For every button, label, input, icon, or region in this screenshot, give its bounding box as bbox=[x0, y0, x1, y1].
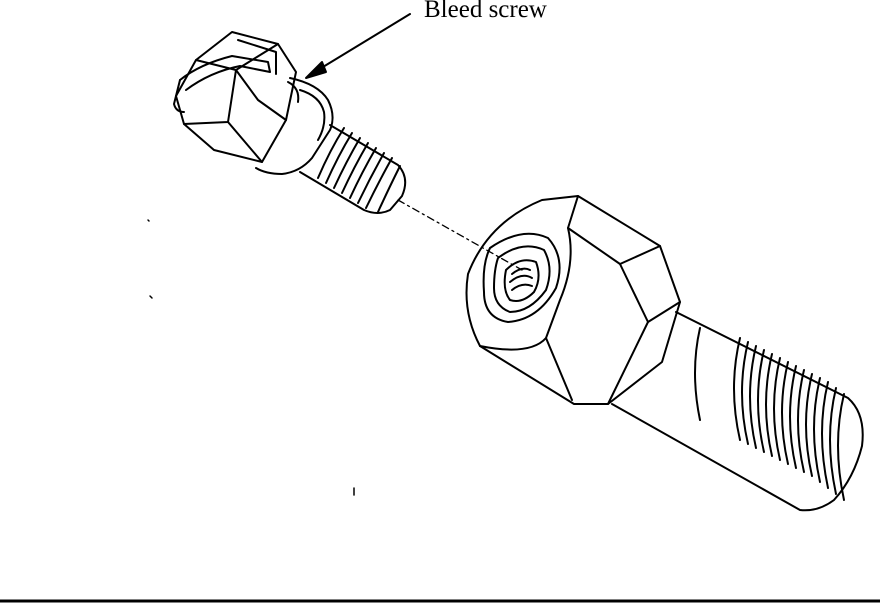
bleed-screw bbox=[174, 32, 405, 213]
assembly-axis-line bbox=[398, 200, 522, 270]
bleed-screw-collar bbox=[256, 78, 333, 174]
scan-specks bbox=[148, 220, 354, 495]
bleed-nipple-body bbox=[467, 196, 863, 510]
body-bore bbox=[484, 234, 560, 322]
callout-leader bbox=[306, 14, 410, 78]
bleed-screw-label: Bleed screw bbox=[424, 0, 547, 23]
bleed-screw-slot bbox=[174, 40, 276, 112]
body-hex bbox=[467, 196, 681, 404]
bleed-screw-thread bbox=[300, 125, 405, 213]
bleed-screw-hex-head bbox=[176, 32, 296, 162]
body-thread bbox=[612, 312, 863, 510]
